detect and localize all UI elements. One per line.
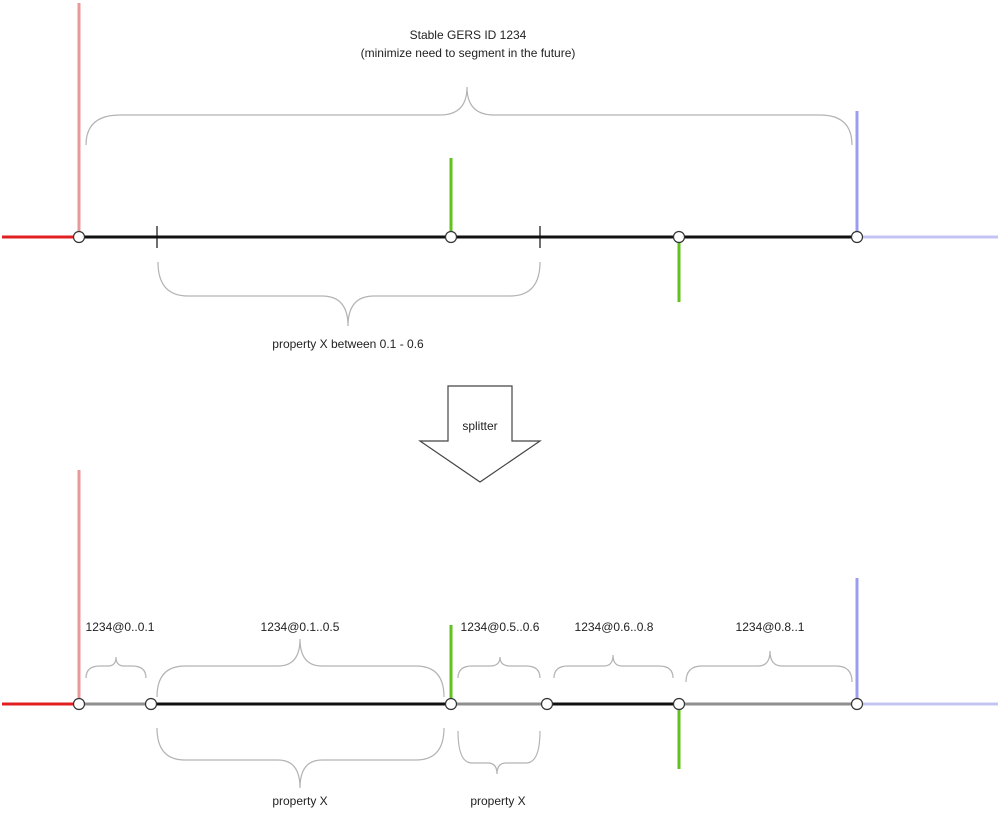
top-property-brace [157, 261, 541, 327]
top-node-start [72, 230, 86, 244]
segment-label-0-0.1: 1234@0..0.1 [86, 620, 155, 634]
brace-segment-0.5-0.6 [457, 656, 541, 679]
top-id-brace [85, 86, 853, 146]
brace-property-x-1 [156, 727, 445, 789]
bottom-diagram: 1234@0..0.1 1234@0.1..0.5 1234@0.5..0.6 … [2, 470, 998, 808]
bottom-node-0.6 [540, 697, 554, 711]
top-node-mid-2 [672, 230, 686, 244]
down-arrow-icon [418, 385, 542, 483]
segment-label-0.5-0.6: 1234@0.5..0.6 [461, 620, 540, 634]
bottom-node-0.5 [444, 697, 458, 711]
bottom-node-0.1 [144, 697, 158, 711]
splitter-label: splitter [462, 419, 497, 433]
bottom-node-0 [72, 697, 86, 711]
top-diagram: Stable GERS ID 1234 (minimize need to se… [2, 3, 998, 351]
top-node-mid-1 [444, 230, 458, 244]
segment-label-0.8-1: 1234@0.8..1 [736, 620, 805, 634]
top-title-line2: (minimize need to segment in the future) [361, 46, 576, 60]
top-node-end [850, 230, 864, 244]
brace-segment-0.6-0.8 [553, 654, 674, 679]
property-label-1: property X [272, 794, 327, 808]
bottom-node-1 [850, 697, 864, 711]
segment-label-0.1-0.5: 1234@0.1..0.5 [261, 620, 340, 634]
brace-segment-0-0.1 [85, 656, 147, 679]
segment-label-0.6-0.8: 1234@0.6..0.8 [575, 620, 654, 634]
brace-segment-0.8-1 [685, 650, 853, 683]
brace-property-x-2 [457, 730, 541, 775]
top-property-label: property X between 0.1 - 0.6 [272, 337, 424, 351]
property-label-2: property X [470, 794, 525, 808]
splitter-arrow: splitter [418, 385, 542, 483]
brace-segment-0.1-0.5 [156, 638, 445, 698]
top-title-line1: Stable GERS ID 1234 [410, 28, 527, 42]
bottom-node-0.8 [672, 697, 686, 711]
